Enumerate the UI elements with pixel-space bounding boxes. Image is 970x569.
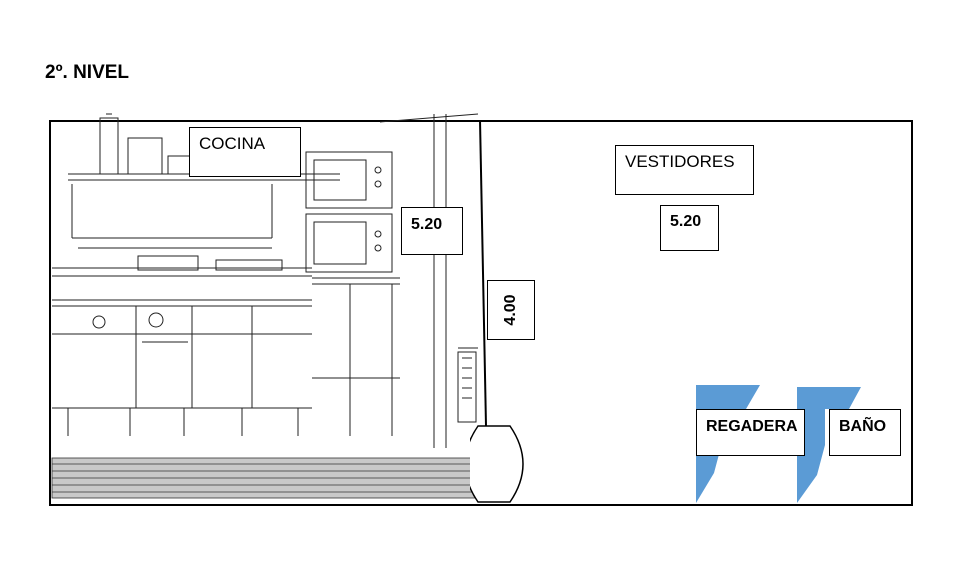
dimension-dressing-width: 5.20 <box>660 205 719 251</box>
bath-fixture-icon <box>797 387 861 503</box>
door-arc-icon <box>470 119 524 503</box>
room-label-bath: BAÑO <box>829 409 901 456</box>
room-label-kitchen: COCINA <box>189 127 301 177</box>
dimension-depth: 4.00 <box>487 280 535 340</box>
kitchen-sketch-icon <box>51 113 479 499</box>
room-label-shower: REGADERA <box>696 409 805 456</box>
dimension-depth-text: 4.00 <box>502 294 519 326</box>
dimension-kitchen-width: 5.20 <box>401 207 463 255</box>
page-title: 2º. NIVEL <box>45 62 130 83</box>
room-label-dressing: VESTIDORES <box>615 145 754 195</box>
